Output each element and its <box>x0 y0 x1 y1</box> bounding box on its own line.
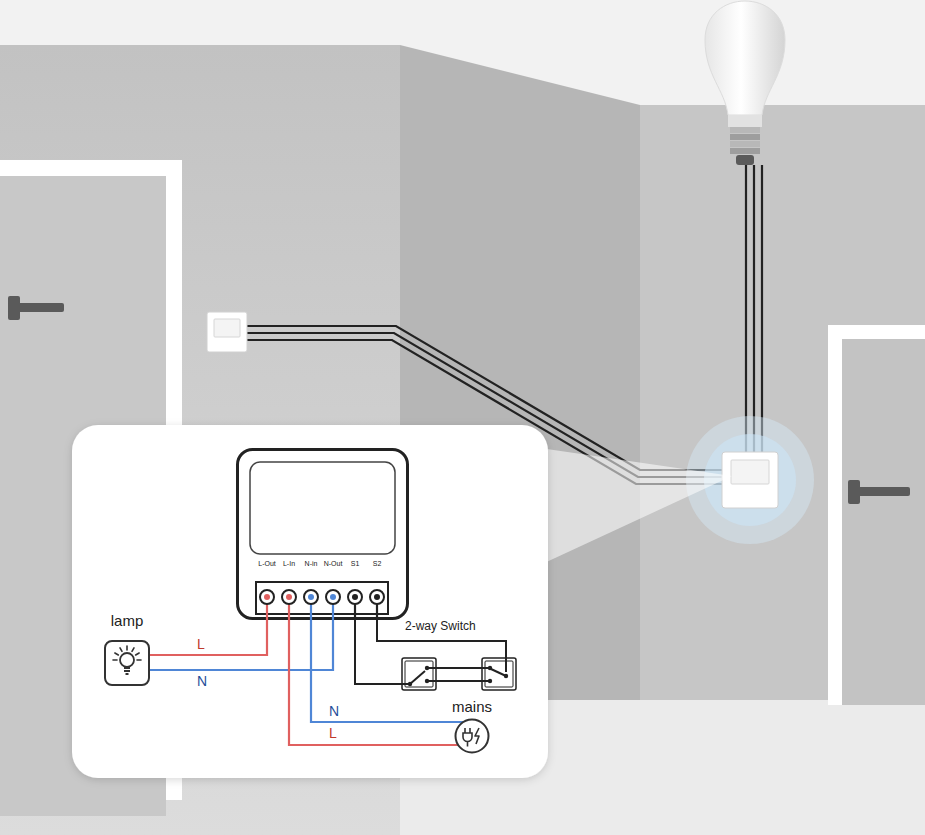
bulb-glass <box>120 653 134 667</box>
terminal-lead <box>376 603 378 620</box>
switch-symbol <box>402 658 436 690</box>
switch-contact <box>425 679 429 683</box>
pin-name: S2 <box>362 560 392 568</box>
switch-contact <box>488 679 492 683</box>
traveller-wire <box>427 667 490 669</box>
switch-contact <box>488 666 492 670</box>
terminal-screw <box>370 590 384 604</box>
light-ray <box>115 653 118 655</box>
switch-lever <box>410 671 425 684</box>
terminal-screw <box>326 590 340 604</box>
terminal-screw <box>348 590 362 604</box>
terminal-screw <box>260 590 274 604</box>
wire <box>150 620 333 670</box>
traveller-wire <box>427 680 490 682</box>
terminal-block <box>256 582 388 614</box>
switch-contacts <box>408 666 508 686</box>
light-ray <box>113 659 117 661</box>
bulb-base <box>124 668 130 674</box>
inset-panel <box>72 425 548 778</box>
terminal-dot <box>374 594 380 600</box>
wall-switch <box>207 312 247 352</box>
smart-wall-switch-rocker <box>731 460 769 484</box>
lamp-symbol-box <box>104 640 150 686</box>
light-ray <box>126 646 128 650</box>
terminal-lead <box>332 603 334 620</box>
switch-contact <box>504 674 508 678</box>
terminal-lead <box>266 603 268 620</box>
mains-symbol <box>454 718 490 754</box>
device-name: lamp <box>96 612 158 629</box>
callout-wedge <box>540 448 732 565</box>
module-housing <box>238 450 408 619</box>
bulb-thread <box>730 127 760 133</box>
switch-label: 2-way Switch <box>405 620 476 634</box>
device-name: mains <box>434 698 510 715</box>
switch-wire <box>377 620 506 672</box>
wire <box>150 620 267 655</box>
terminal-dot <box>264 594 270 600</box>
pin-name: N-Out <box>318 560 348 568</box>
bulb-base <box>728 115 762 127</box>
wire-label: N <box>329 703 339 719</box>
left-door-handle <box>8 303 64 312</box>
switch-lever <box>491 669 506 676</box>
wall-switch-rocker <box>214 319 240 337</box>
right-door-handle <box>848 487 910 496</box>
terminal-dot <box>330 594 336 600</box>
light-ray <box>132 648 134 651</box>
switch-contact <box>408 682 412 686</box>
switch-symbol <box>482 658 516 690</box>
bulb-thread <box>730 134 760 140</box>
switch-symbol <box>485 661 513 687</box>
two-way-switch-wiring <box>355 620 516 690</box>
wall-wire <box>761 165 763 455</box>
right-door <box>842 339 925 705</box>
wall-wire <box>745 165 747 455</box>
plug-symbol <box>463 728 472 747</box>
terminal-dot <box>352 594 358 600</box>
terminal-lead <box>288 603 290 620</box>
terminal-lead <box>310 603 312 620</box>
bolt-symbol <box>475 728 479 744</box>
switch-wire <box>355 620 404 684</box>
bulb-thread <box>730 148 760 154</box>
wire <box>311 620 463 722</box>
pin-name: L-Out <box>252 560 282 568</box>
mains-icon: mains <box>434 698 510 758</box>
wire-label: N <box>197 673 207 689</box>
pin-name: L-In <box>274 560 304 568</box>
wire <box>289 620 458 745</box>
smart-wall-switch <box>722 452 778 508</box>
bulb-tip <box>736 155 754 165</box>
switch-contact <box>425 666 429 670</box>
lamp-symbol <box>106 642 148 684</box>
light-ray <box>137 659 141 661</box>
mains-circle <box>456 720 489 753</box>
terminal-screw <box>304 590 318 604</box>
wall-wire <box>753 165 755 455</box>
terminal-screw <box>282 590 296 604</box>
module-outline <box>236 448 409 620</box>
terminal-lead <box>354 603 356 620</box>
switch-symbol <box>405 661 433 687</box>
mains-symbol-box <box>454 718 490 754</box>
light-ray <box>120 648 122 651</box>
wire-label: L <box>329 725 337 741</box>
light-bulb <box>705 1 785 115</box>
wire-label: L <box>197 636 205 652</box>
module-face <box>250 462 395 554</box>
terminal-dot <box>308 594 314 600</box>
light-ray <box>136 653 139 655</box>
pin-name: S1 <box>340 560 370 568</box>
terminal-dot <box>286 594 292 600</box>
bulb-thread <box>730 141 760 147</box>
relay-module: L-OutL-InN-inN-OutS1S2 <box>236 448 409 620</box>
pin-name: N-in <box>296 560 326 568</box>
lamp-icon: lamp <box>96 612 158 690</box>
